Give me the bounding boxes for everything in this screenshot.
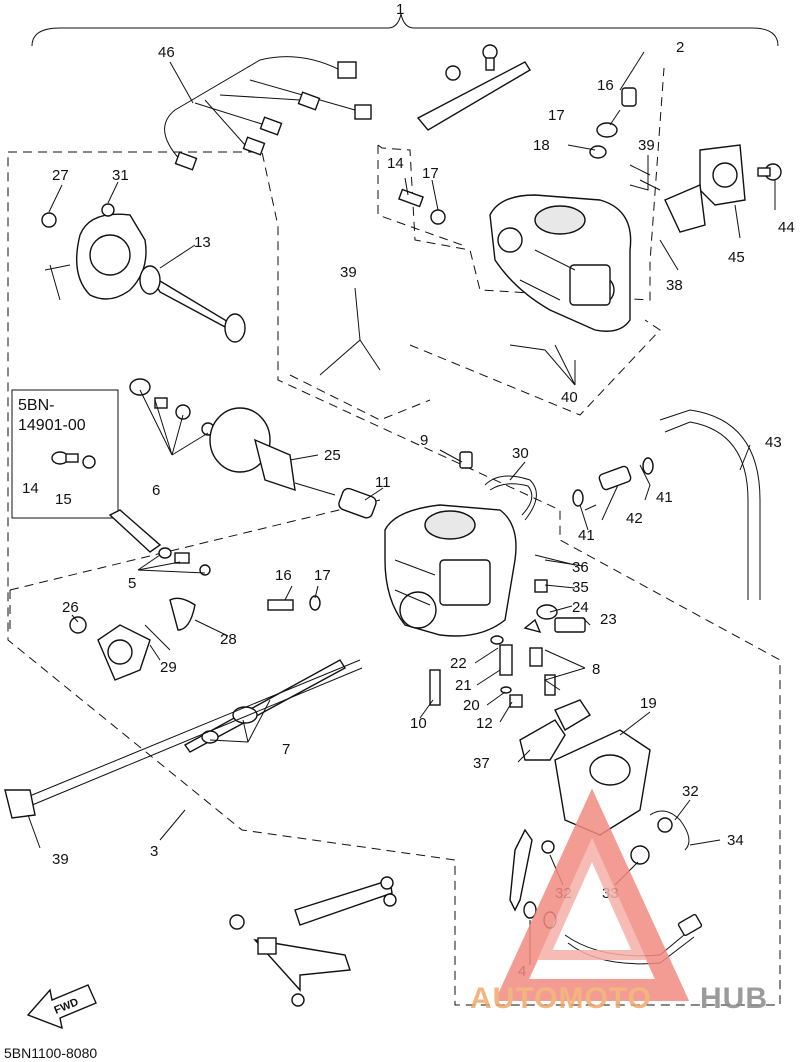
callout-14-upper: 14 <box>387 155 404 172</box>
callout-13: 13 <box>194 234 211 251</box>
bottom-bracket <box>229 876 397 1007</box>
wiring-harness <box>164 56 372 171</box>
callout-44: 44 <box>778 219 795 236</box>
group-outlines <box>7 67 781 1006</box>
callout-24: 24 <box>572 599 589 616</box>
callout-9: 9 <box>420 432 428 449</box>
variant-box-line1: 5BN- <box>18 397 54 414</box>
callout-36: 36 <box>572 559 589 576</box>
callout-1: 1 <box>396 1 404 18</box>
callout-28: 28 <box>220 631 237 648</box>
callout-38: 38 <box>666 277 683 294</box>
variant-box-line2: 14901-00 <box>18 417 86 434</box>
callout-39-upper: 39 <box>638 137 655 154</box>
callout-35: 35 <box>572 579 589 596</box>
callout-17-lower: 17 <box>314 567 331 584</box>
callout-21: 21 <box>455 677 472 694</box>
callout-8: 8 <box>592 661 600 678</box>
leader-lines <box>27 51 776 965</box>
callouts: 46 2 16 17 18 39 14 17 27 31 13 44 45 38… <box>22 39 795 980</box>
vent-hose <box>572 409 761 600</box>
callout-3: 3 <box>150 843 158 860</box>
callout-17-mid: 17 <box>422 165 439 182</box>
jets-right <box>429 554 586 708</box>
callout-22: 22 <box>450 655 467 672</box>
callout-34: 34 <box>727 832 744 849</box>
callout-40: 40 <box>561 389 578 406</box>
fwd-arrow-icon: FWD <box>26 984 97 1030</box>
callout-17-upper: 17 <box>548 107 565 124</box>
variant-box: 5BN- 14901-00 <box>11 389 119 519</box>
callout-30: 30 <box>512 445 529 462</box>
callout-5: 5 <box>128 575 136 592</box>
callout-16-upper: 16 <box>597 77 614 94</box>
callout-6: 6 <box>152 482 160 499</box>
callout-16-mid: 16 <box>275 567 292 584</box>
callout-45: 45 <box>728 249 745 266</box>
hose-30 <box>484 475 537 521</box>
callout-12: 12 <box>476 715 493 732</box>
diaphragm-cover <box>41 203 246 343</box>
callout-42: 42 <box>626 510 643 527</box>
throttle-sensor <box>664 144 782 233</box>
logo-text-hub: HUB <box>700 982 768 1015</box>
callout-27: 27 <box>52 167 69 184</box>
drawing-code: 5BN1100-8080 <box>4 1045 97 1061</box>
watermark-logo: AUTOMOTO HUB <box>470 788 768 1015</box>
main-carburetor <box>384 451 517 637</box>
callout-29: 29 <box>160 659 177 676</box>
piston-valve <box>129 378 377 519</box>
callout-32-right: 32 <box>682 783 699 800</box>
top-bracket <box>416 44 531 131</box>
callout-23: 23 <box>600 611 617 628</box>
jets-left <box>69 509 346 753</box>
logo-text-main: AUTOMOTO <box>470 982 652 1015</box>
callout-41-left: 41 <box>578 527 595 544</box>
callout-10: 10 <box>410 715 427 732</box>
float-chamber <box>519 699 651 836</box>
callout-11: 11 <box>375 474 391 491</box>
callout-15: 15 <box>55 491 72 508</box>
callout-46: 46 <box>158 44 175 61</box>
callout-31: 31 <box>112 167 129 184</box>
callout-39-lower: 39 <box>52 851 69 868</box>
callout-43: 43 <box>765 434 782 451</box>
callout-39-mid: 39 <box>340 264 357 281</box>
upper-carburetor <box>489 194 632 332</box>
callout-20: 20 <box>463 697 480 714</box>
callout-2: 2 <box>676 39 684 56</box>
callout-37: 37 <box>473 755 490 772</box>
callout-26: 26 <box>62 599 79 616</box>
callout-14-box: 14 <box>22 480 39 497</box>
callout-19: 19 <box>640 695 657 712</box>
callout-41-right: 41 <box>656 489 673 506</box>
throttle-shaft <box>4 659 363 819</box>
callout-7: 7 <box>282 741 290 758</box>
callout-25: 25 <box>324 447 341 464</box>
callout-18: 18 <box>533 137 550 154</box>
assembly-brace: 1 <box>31 1 779 47</box>
